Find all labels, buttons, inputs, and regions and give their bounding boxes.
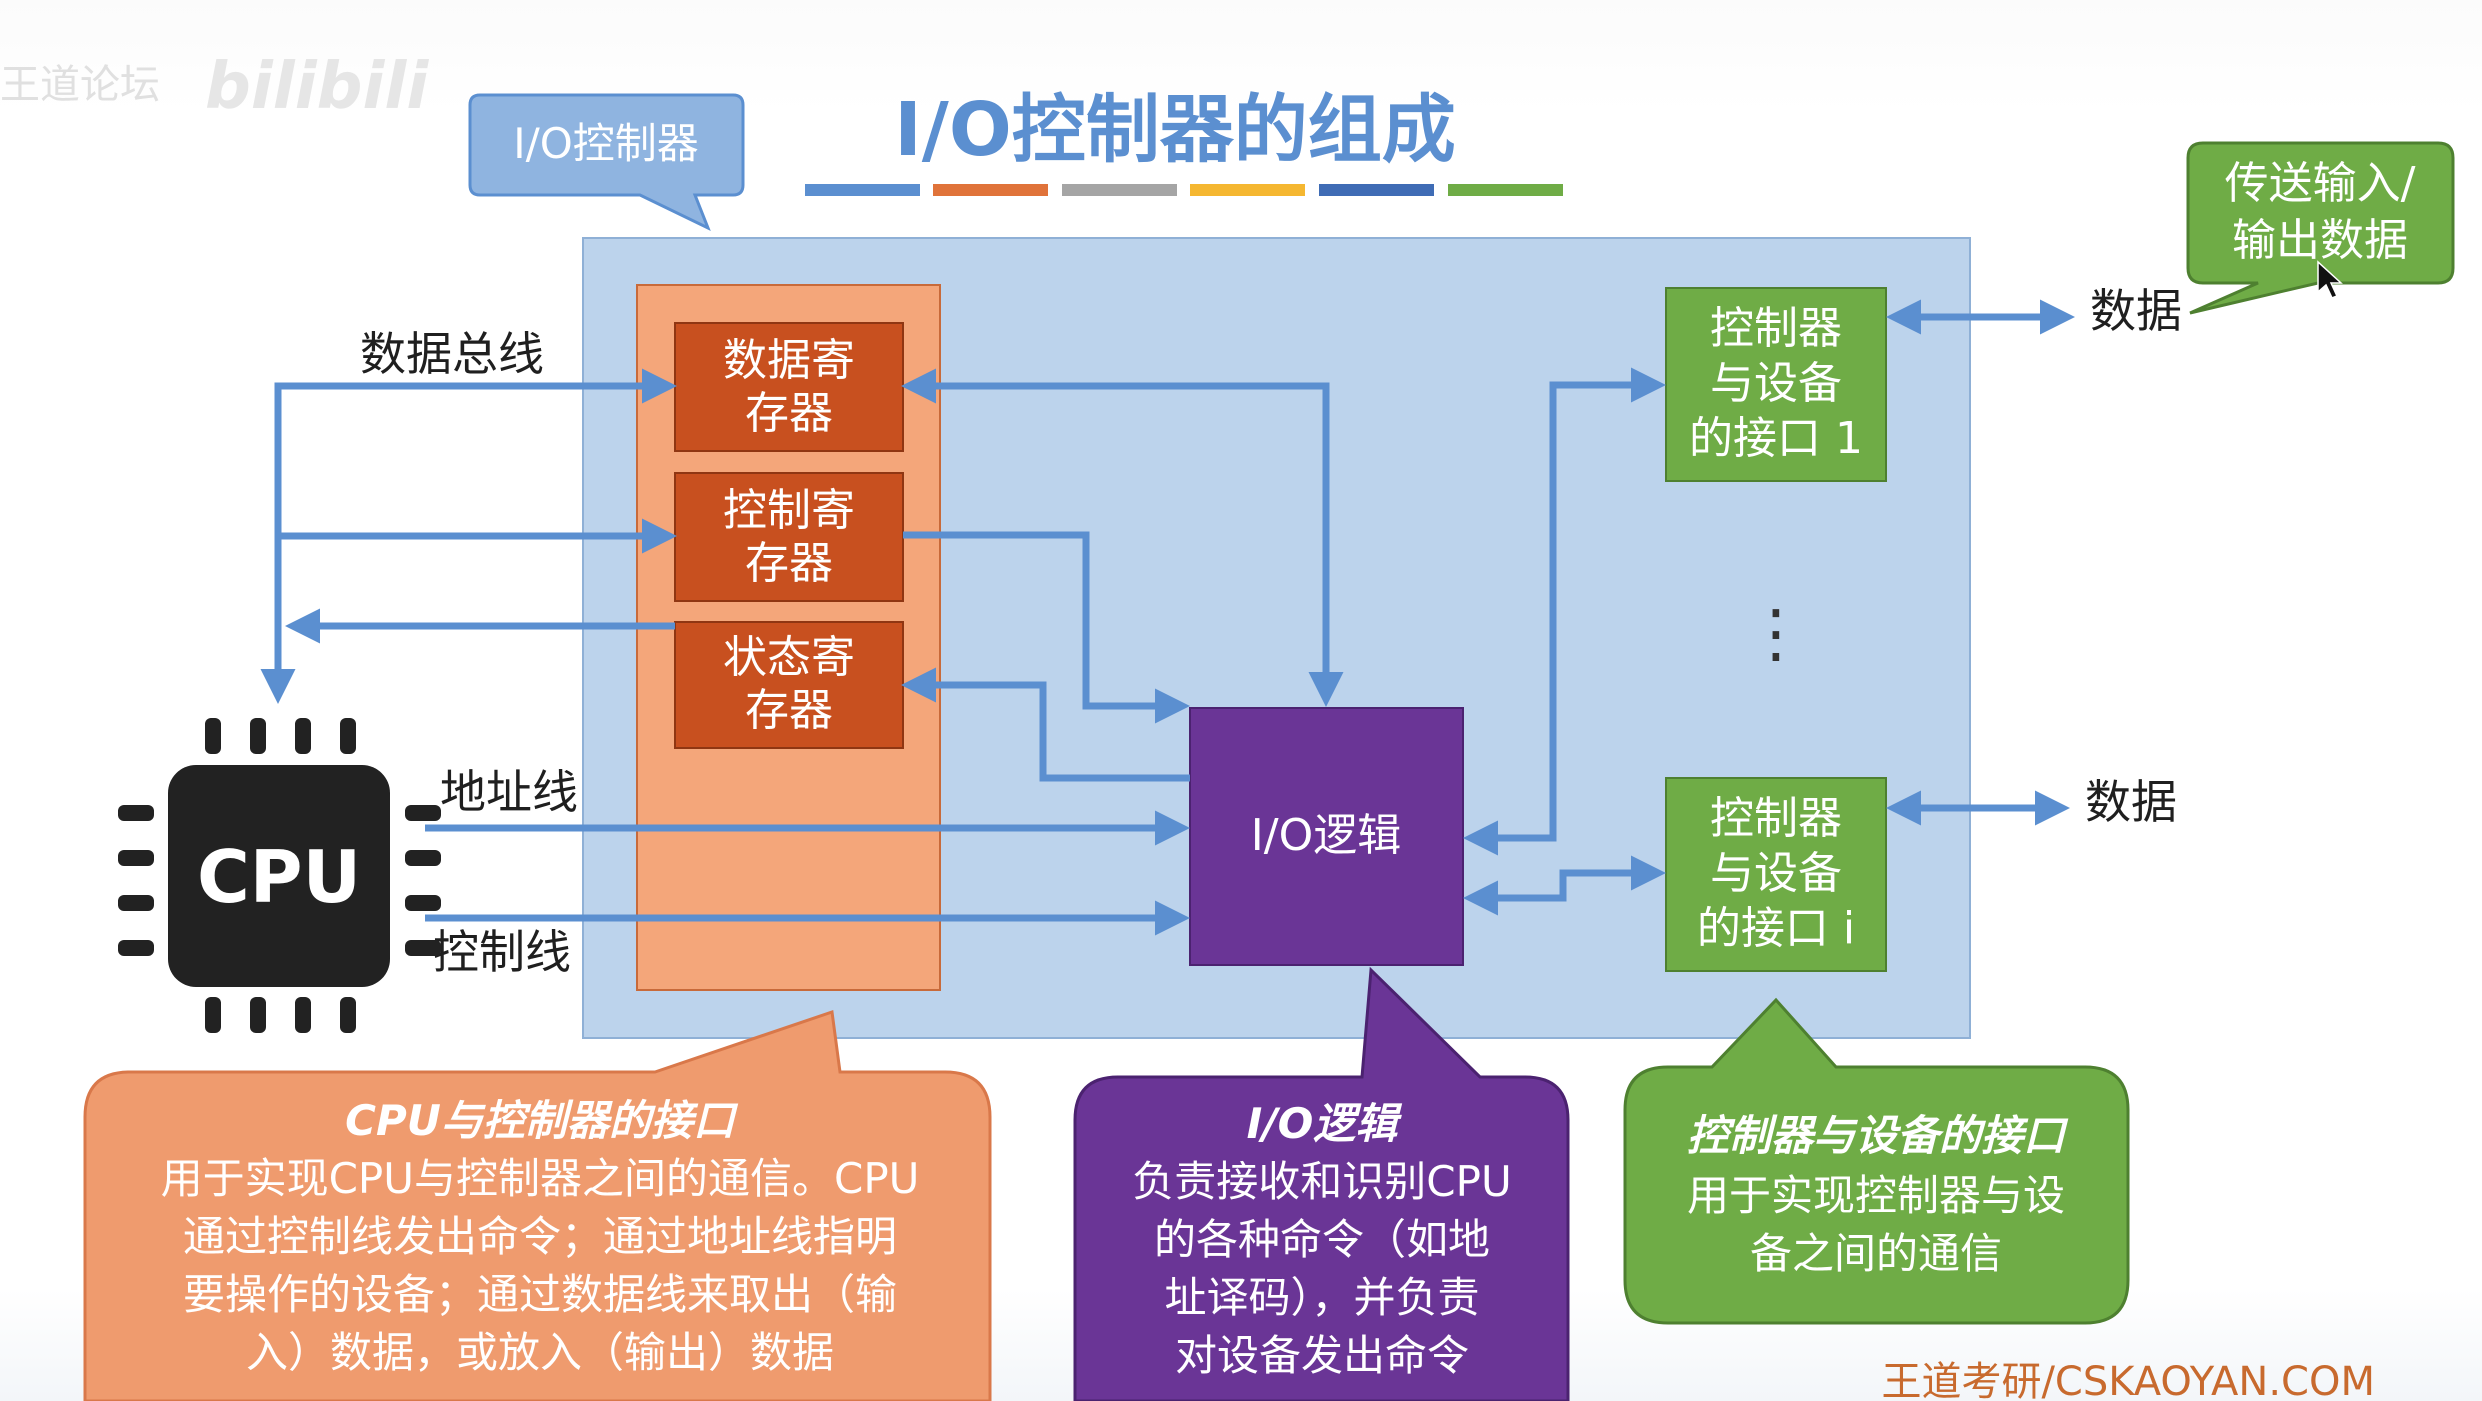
device-interface-i: 控制器 与设备 的接口 i bbox=[1665, 777, 1887, 972]
io-logic-to-status-register bbox=[901, 667, 1190, 782]
cpu-interface-title: CPU与控制器的接口 bbox=[345, 1096, 739, 1145]
control-line-label: 控制线 bbox=[433, 925, 571, 979]
title-bar-blue bbox=[805, 184, 920, 196]
device-interface-callout: 控制器与设备的接口 用于实现控制器与设 备之间的通信 bbox=[1623, 997, 2130, 1325]
control-register: 控制寄 存器 bbox=[674, 472, 904, 602]
cpu-interface-line3: 要操作的设备；通过数据线来取出（输 bbox=[183, 1270, 897, 1319]
cpu-pins bbox=[118, 718, 441, 1033]
transfer-data-line2: 输出数据 bbox=[2232, 215, 2408, 266]
cpu-interface-callout: CPU与控制器的接口 用于实现CPU与控制器之间的通信。CPU 通过控制线发出命… bbox=[83, 1009, 992, 1401]
io-logic-interface-1-arrow bbox=[1463, 367, 1666, 856]
control-register-line1: 控制寄 bbox=[723, 485, 855, 536]
device-interface-1-line1: 控制器 bbox=[1710, 303, 1842, 354]
io-logic-callout-line4: 对设备发出命令 bbox=[1175, 1331, 1469, 1380]
status-register-line2: 存器 bbox=[745, 685, 833, 736]
title-bar-gold bbox=[1190, 184, 1305, 196]
device-interface-callout-line1: 用于实现控制器与设 bbox=[1687, 1171, 2065, 1220]
data-label-interface-1: 数据 bbox=[2090, 284, 2182, 338]
io-logic-label: I/O逻辑 bbox=[1251, 810, 1401, 861]
cpu-interface-line2: 通过控制线发出命令；通过地址线指明 bbox=[183, 1212, 897, 1261]
io-logic-data-register-arrow bbox=[901, 368, 1344, 707]
title-color-bars bbox=[805, 184, 1563, 196]
data-register-line1: 数据寄 bbox=[723, 335, 855, 386]
data-bus-label: 数据总线 bbox=[360, 327, 544, 381]
control-register-to-io-logic bbox=[903, 531, 1190, 724]
cpu-chip-icon: CPU bbox=[118, 718, 441, 1033]
device-interface-1-line2: 与设备 bbox=[1710, 358, 1842, 409]
io-logic-callout-line3: 址译码），并负责 bbox=[1164, 1273, 1479, 1322]
data-label-interface-i: 数据 bbox=[2085, 775, 2177, 829]
page-title: I/O控制器的组成 bbox=[894, 87, 1455, 173]
address-line-label: 地址线 bbox=[440, 765, 578, 819]
io-logic-callout-line1: 负责接收和识别CPU bbox=[1132, 1157, 1511, 1206]
transfer-data-line1: 传送输入/ bbox=[2225, 158, 2416, 209]
device-interface-callout-title: 控制器与设备的接口 bbox=[1687, 1111, 2069, 1160]
control-register-line2: 存器 bbox=[745, 538, 833, 589]
io-controller-callout: I/O控制器 bbox=[468, 93, 745, 232]
status-register-line1: 状态寄 bbox=[723, 632, 855, 683]
title-bar-green bbox=[1448, 184, 1563, 196]
title-bar-navy bbox=[1319, 184, 1434, 196]
cpu-interface-line4: 入）数据，或放入（输出）数据 bbox=[246, 1328, 834, 1377]
connection-arrows bbox=[260, 299, 2075, 936]
io-logic-callout-title: I/O逻辑 bbox=[1247, 1099, 1403, 1148]
io-logic-callout: I/O逻辑 负责接收和识别CPU 的各种命令（如地 址译码），并负责 对设备发出… bbox=[1073, 966, 1570, 1401]
device-interface-1-line3: 的接口 1 bbox=[1689, 413, 1863, 464]
title-bar-gray bbox=[1062, 184, 1177, 196]
watermark-bilibili: bilibili bbox=[205, 50, 429, 124]
status-register: 状态寄 存器 bbox=[674, 621, 904, 749]
interface-ellipsis: ⋮ bbox=[1744, 597, 1808, 671]
io-logic-block: I/O逻辑 bbox=[1189, 707, 1464, 966]
data-bus-arrow bbox=[260, 368, 677, 704]
device-interface-callout-line2: 备之间的通信 bbox=[1750, 1229, 2002, 1278]
io-logic-interface-i-arrow bbox=[1463, 855, 1666, 916]
mouse-cursor-icon bbox=[2317, 260, 2343, 299]
device-interface-i-line2: 与设备 bbox=[1710, 848, 1842, 899]
cpu-interface-line1: 用于实现CPU与控制器之间的通信。CPU bbox=[161, 1154, 920, 1203]
transfer-data-callout: 传送输入/ 输出数据 bbox=[2186, 141, 2455, 315]
title-bar-orange bbox=[933, 184, 1048, 196]
device-interface-i-line3: 的接口 i bbox=[1697, 903, 1855, 954]
footer-brand: 王道考研/CSKAOYAN.COM bbox=[1881, 1359, 2375, 1401]
io-controller-callout-text: I/O控制器 bbox=[513, 119, 699, 168]
device-interface-i-line1: 控制器 bbox=[1710, 793, 1842, 844]
device-interface-1: 控制器 与设备 的接口 1 bbox=[1665, 287, 1887, 482]
data-register-line2: 存器 bbox=[745, 388, 833, 439]
io-logic-callout-line2: 的各种命令（如地 bbox=[1154, 1215, 1490, 1264]
cpu-label: CPU bbox=[197, 835, 361, 919]
data-register: 数据寄 存器 bbox=[674, 322, 904, 452]
watermark-forum: 王道论坛 bbox=[0, 62, 160, 108]
